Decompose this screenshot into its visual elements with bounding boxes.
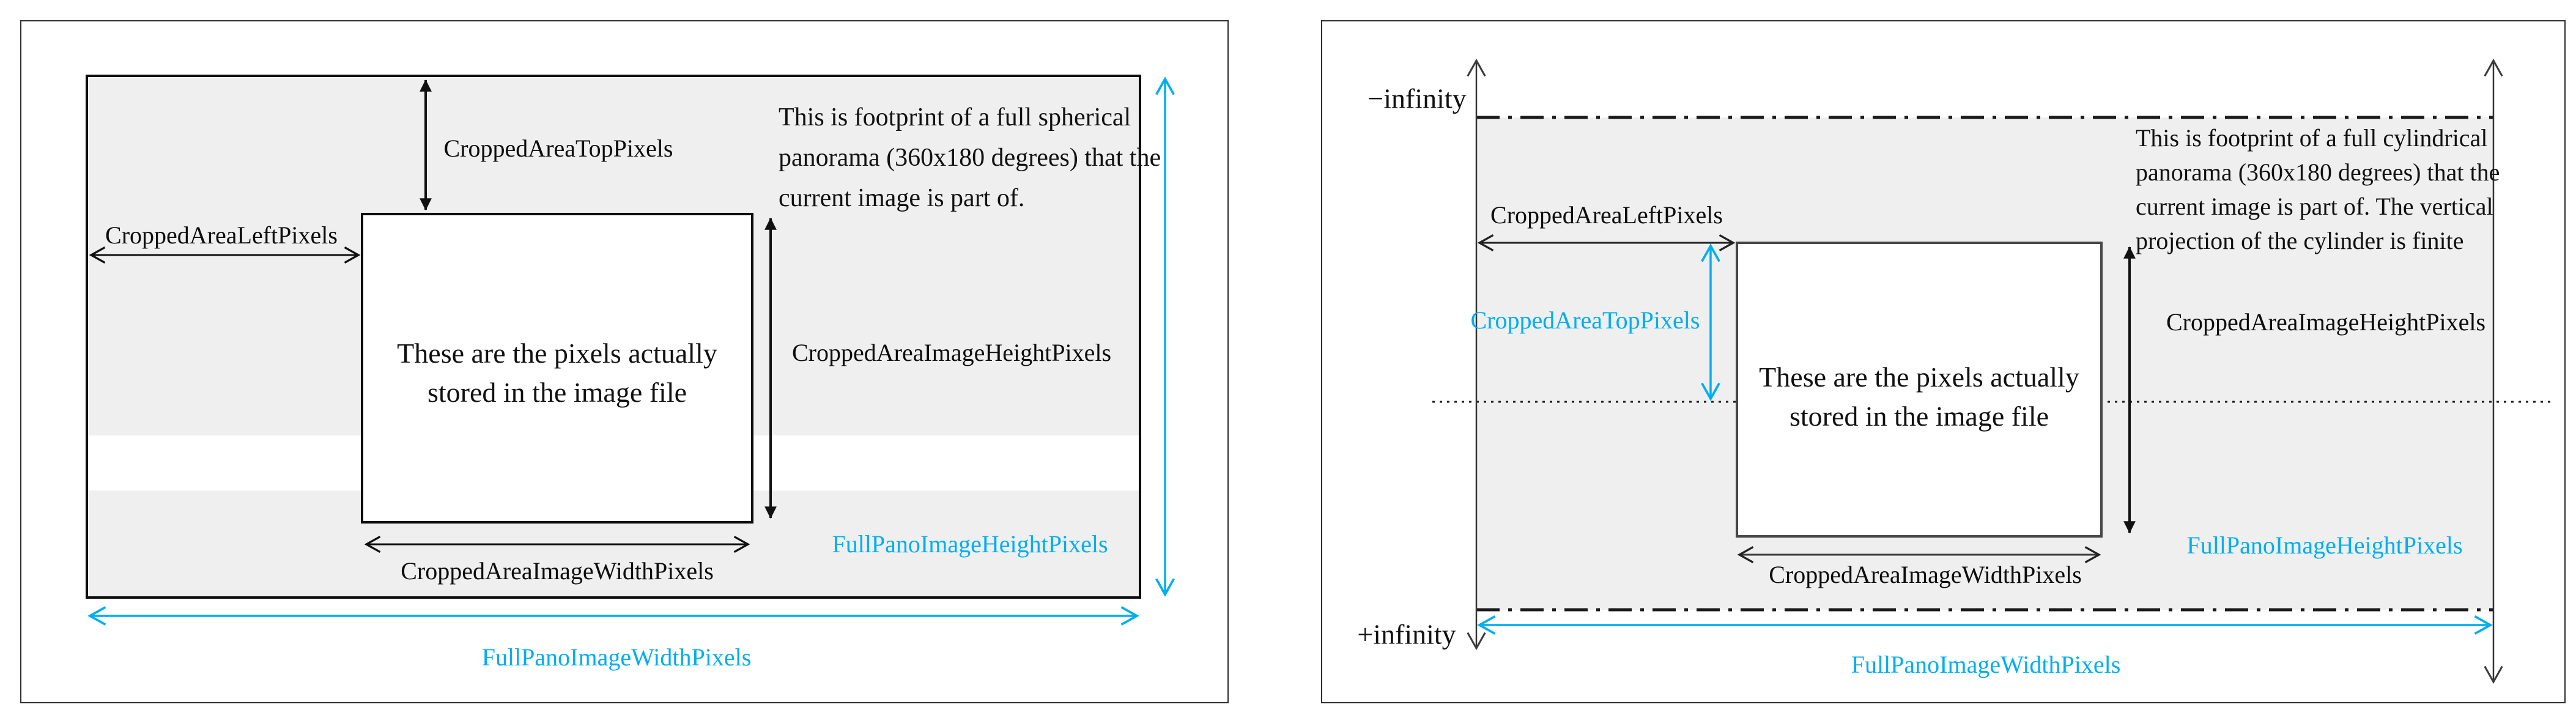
full-pano-width-label: FullPanoImageWidthPixels [481, 643, 752, 671]
spherical-diagram-canvas [86, 75, 1175, 626]
cropped-area-left-label: CroppedAreaLeftPixels [1490, 201, 1723, 229]
note-line: This is footprint of a full cylindrical [2136, 124, 2488, 152]
cropped-area-width-label: CroppedAreaImageWidthPixels [1769, 561, 2082, 588]
spherical-panorama-diagram: CroppedAreaTopPixels CroppedAreaLeftPixe… [20, 20, 1229, 703]
full-pano-width-label: FullPanoImageWidthPixels [1851, 651, 2121, 678]
cropped-pixels-caption-line1: These are the pixels actually [397, 338, 717, 369]
note-line: current image is part of. The vertical [2136, 193, 2493, 220]
cropped-pixels-caption-line2: stored in the image file [427, 377, 687, 408]
cylindrical-diagram-canvas [1432, 58, 2552, 684]
cropped-image-box [361, 213, 753, 524]
cropped-image-box [1736, 242, 2103, 538]
cylindrical-footprint-note: This is footprint of a full cylindrical … [2136, 121, 2500, 258]
cropped-area-top-label: CroppedAreaTopPixels [1470, 306, 1700, 334]
cropped-pixels-caption: These are the pixels actually stored in … [362, 334, 752, 412]
cropped-area-top-label: CroppedAreaTopPixels [443, 135, 673, 162]
pos-infinity-label: +infinity [1357, 618, 1456, 650]
full-pano-height-label: FullPanoImageHeightPixels [832, 530, 1108, 558]
neg-infinity-label: −infinity [1368, 83, 1467, 114]
cropped-area-left-label: CroppedAreaLeftPixels [105, 221, 338, 249]
cropped-area-width-label: CroppedAreaImageWidthPixels [401, 557, 714, 585]
cropped-area-height-label: CroppedAreaImageHeightPixels [792, 339, 1112, 366]
cropped-pixels-caption-line2: stored in the image file [1789, 401, 2049, 432]
note-line: current image is part of. [779, 184, 1025, 212]
cropped-pixels-caption-line1: These are the pixels actually [1759, 361, 2079, 393]
note-line: panorama (360x180 degrees) that the [2136, 158, 2500, 186]
note-line: panorama (360x180 degrees) that the [779, 144, 1161, 172]
cropped-area-height-label: CroppedAreaImageHeightPixels [2166, 308, 2486, 336]
cropped-pixels-caption: These are the pixels actually stored in … [1737, 358, 2101, 436]
full-pano-height-label: FullPanoImageHeightPixels [2186, 531, 2463, 559]
cylindrical-panorama-diagram: −infinity +infinity CroppedAreaLeftPixel… [1321, 20, 2566, 703]
note-line: This is footprint of a full spherical [779, 103, 1131, 131]
spherical-footprint-note: This is footprint of a full spherical pa… [779, 97, 1161, 218]
note-line: projection of the cylinder is finite [2136, 227, 2464, 254]
